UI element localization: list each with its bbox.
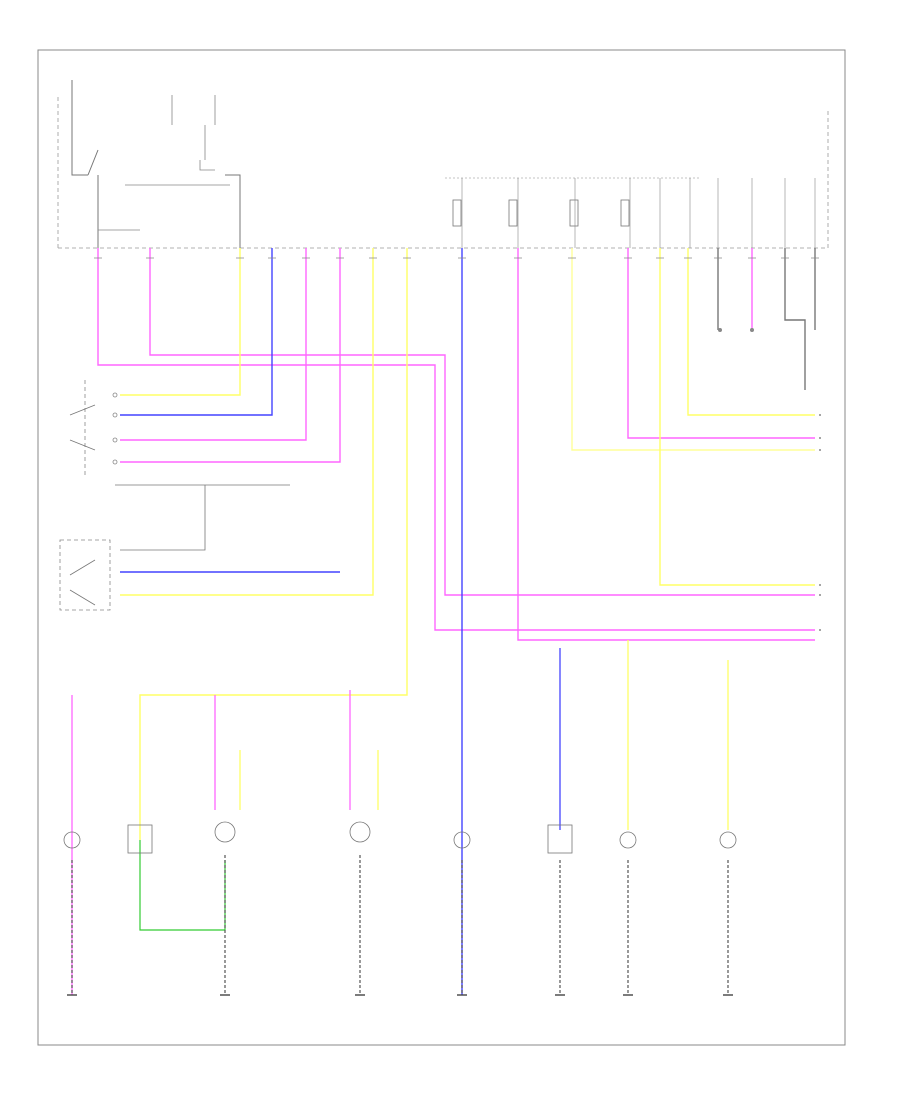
diagram-frame	[37, 49, 846, 1046]
wire-yellow-4	[659, 248, 815, 586]
wire-yellow-3	[139, 248, 408, 840]
wire-yellow-2	[120, 248, 374, 596]
wire-pink-3	[120, 248, 341, 463]
lamp-row	[63, 640, 737, 996]
module-output-wires	[97, 248, 816, 995]
wire-light-1	[571, 248, 815, 451]
wire-pink-2	[149, 248, 815, 596]
wire-blue-1	[120, 248, 273, 416]
right-connectors	[718, 328, 821, 631]
headlamp-switch	[69, 380, 290, 551]
wire-yellow-5	[687, 248, 815, 416]
wire-pink-5	[627, 248, 815, 439]
wire-pink-1	[97, 248, 815, 631]
wire-yellow-1	[120, 248, 241, 396]
fog-switch	[59, 539, 111, 611]
wire-violet-1	[120, 248, 307, 441]
wire-pink-4	[517, 248, 815, 641]
wire-gray-2	[784, 248, 806, 390]
control-module	[57, 80, 829, 249]
